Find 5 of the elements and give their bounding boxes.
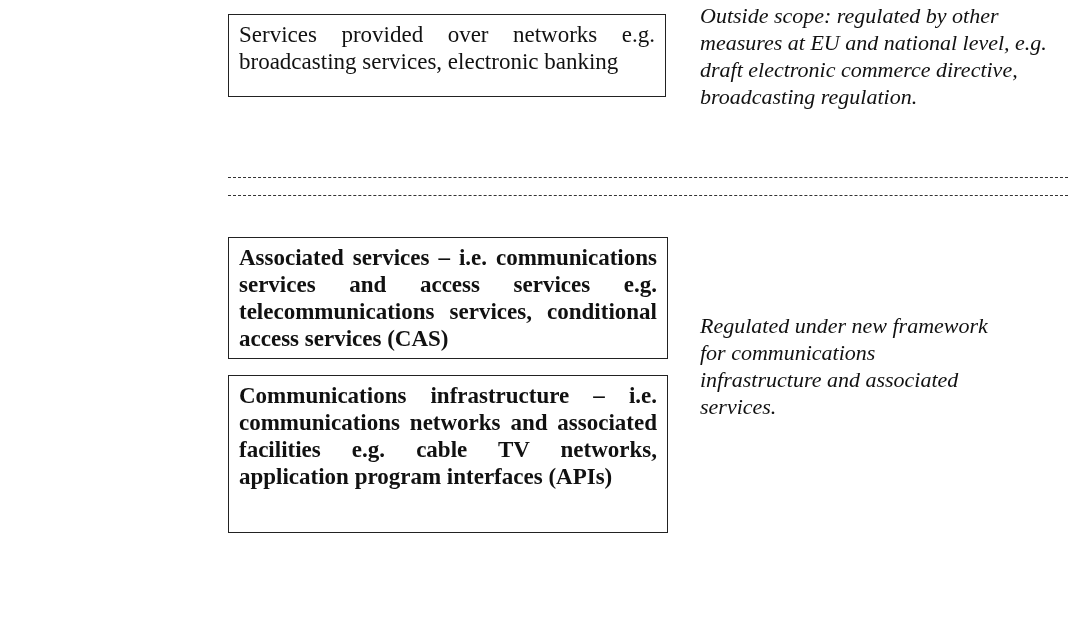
note-text: Regulated under new framework for communications infrastructure and associated services.: [700, 312, 989, 420]
note-text: Outside scope: regulated by other measures at EU and national level, e.g. draft electronic commerce directive, broadcasting regulation.: [700, 2, 1048, 110]
text-box: Services provided over networks e.g. broadcasting services, electronic banking: [228, 14, 666, 97]
text-box: Communications infrastructure – i.e. communications networks and associated facilities e.g. cable TV networks, application program interfaces (APIs): [228, 375, 668, 533]
text-box: Associated services – i.e. communications services and access services e.g. telecommunications services, conditional access services (CAS): [228, 237, 668, 359]
